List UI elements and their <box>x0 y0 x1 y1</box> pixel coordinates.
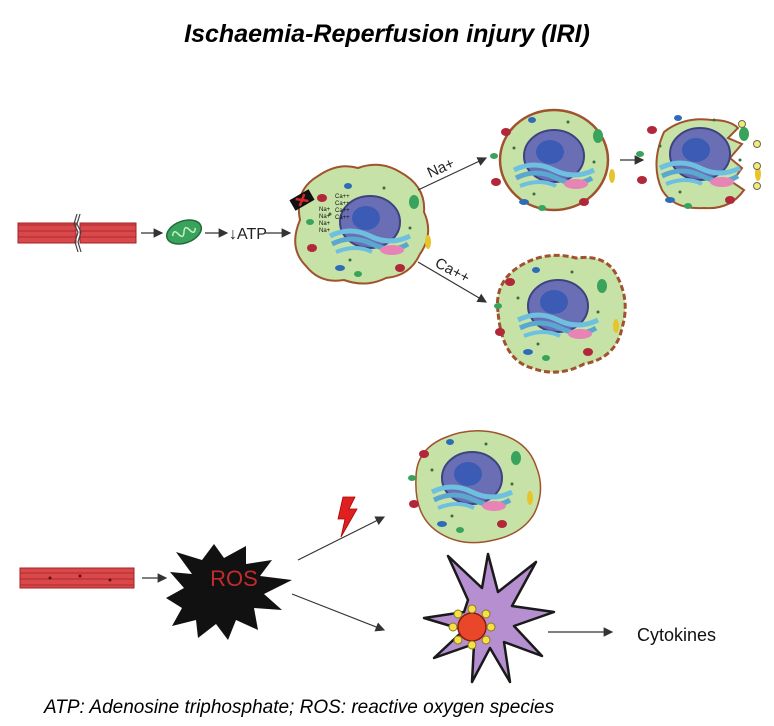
atp-label: ↓ATP <box>229 226 267 243</box>
svg-text:Ca++: Ca++ <box>335 215 350 221</box>
lightning-bolt-icon <box>337 496 358 538</box>
cytokines-label: Cytokines <box>637 625 716 645</box>
calcium-overload-cell <box>494 253 627 374</box>
na-arrow-label: Na+ <box>425 155 458 182</box>
ros-label: ROS <box>210 566 258 591</box>
rupturing-cell <box>636 115 761 209</box>
ros-to-cell-arrow <box>297 516 386 561</box>
ischaemic-vessel <box>17 213 137 253</box>
ros-burst: ROS <box>166 544 292 640</box>
na-arrow <box>417 157 488 191</box>
swollen-cell <box>490 108 615 211</box>
diagram-title: Ischaemia-Reperfusion injury (IRI) <box>184 20 590 48</box>
svg-text:Ca++: Ca++ <box>335 208 350 214</box>
damaged-cell <box>408 430 542 544</box>
svg-text:Na+: Na+ <box>319 221 331 227</box>
footnote: ATP: Adenosine triphosphate; ROS: reacti… <box>44 697 555 718</box>
svg-text:Na+: Na+ <box>319 228 331 234</box>
immune-cell <box>422 552 556 684</box>
ion-labels: Ca++ Ca++ Na+ Ca++ Na+ Na+ Na+ Ca++ <box>319 194 350 234</box>
ca-arrow <box>417 261 488 303</box>
ischaemic-cell: Ca++ Ca++ Na+ Ca++ Na+ Na+ Na+ Ca++ <box>289 163 431 285</box>
svg-text:Ca++: Ca++ <box>335 201 350 207</box>
ion-pump-icon <box>289 189 315 211</box>
ros-to-immune-arrow <box>291 593 386 632</box>
svg-text:Ca++: Ca++ <box>335 194 350 200</box>
svg-text:Na+: Na+ <box>319 207 331 213</box>
mitochondrion-icon <box>165 219 203 245</box>
reperfused-vessel <box>19 567 135 589</box>
svg-text:Na+: Na+ <box>319 214 331 220</box>
